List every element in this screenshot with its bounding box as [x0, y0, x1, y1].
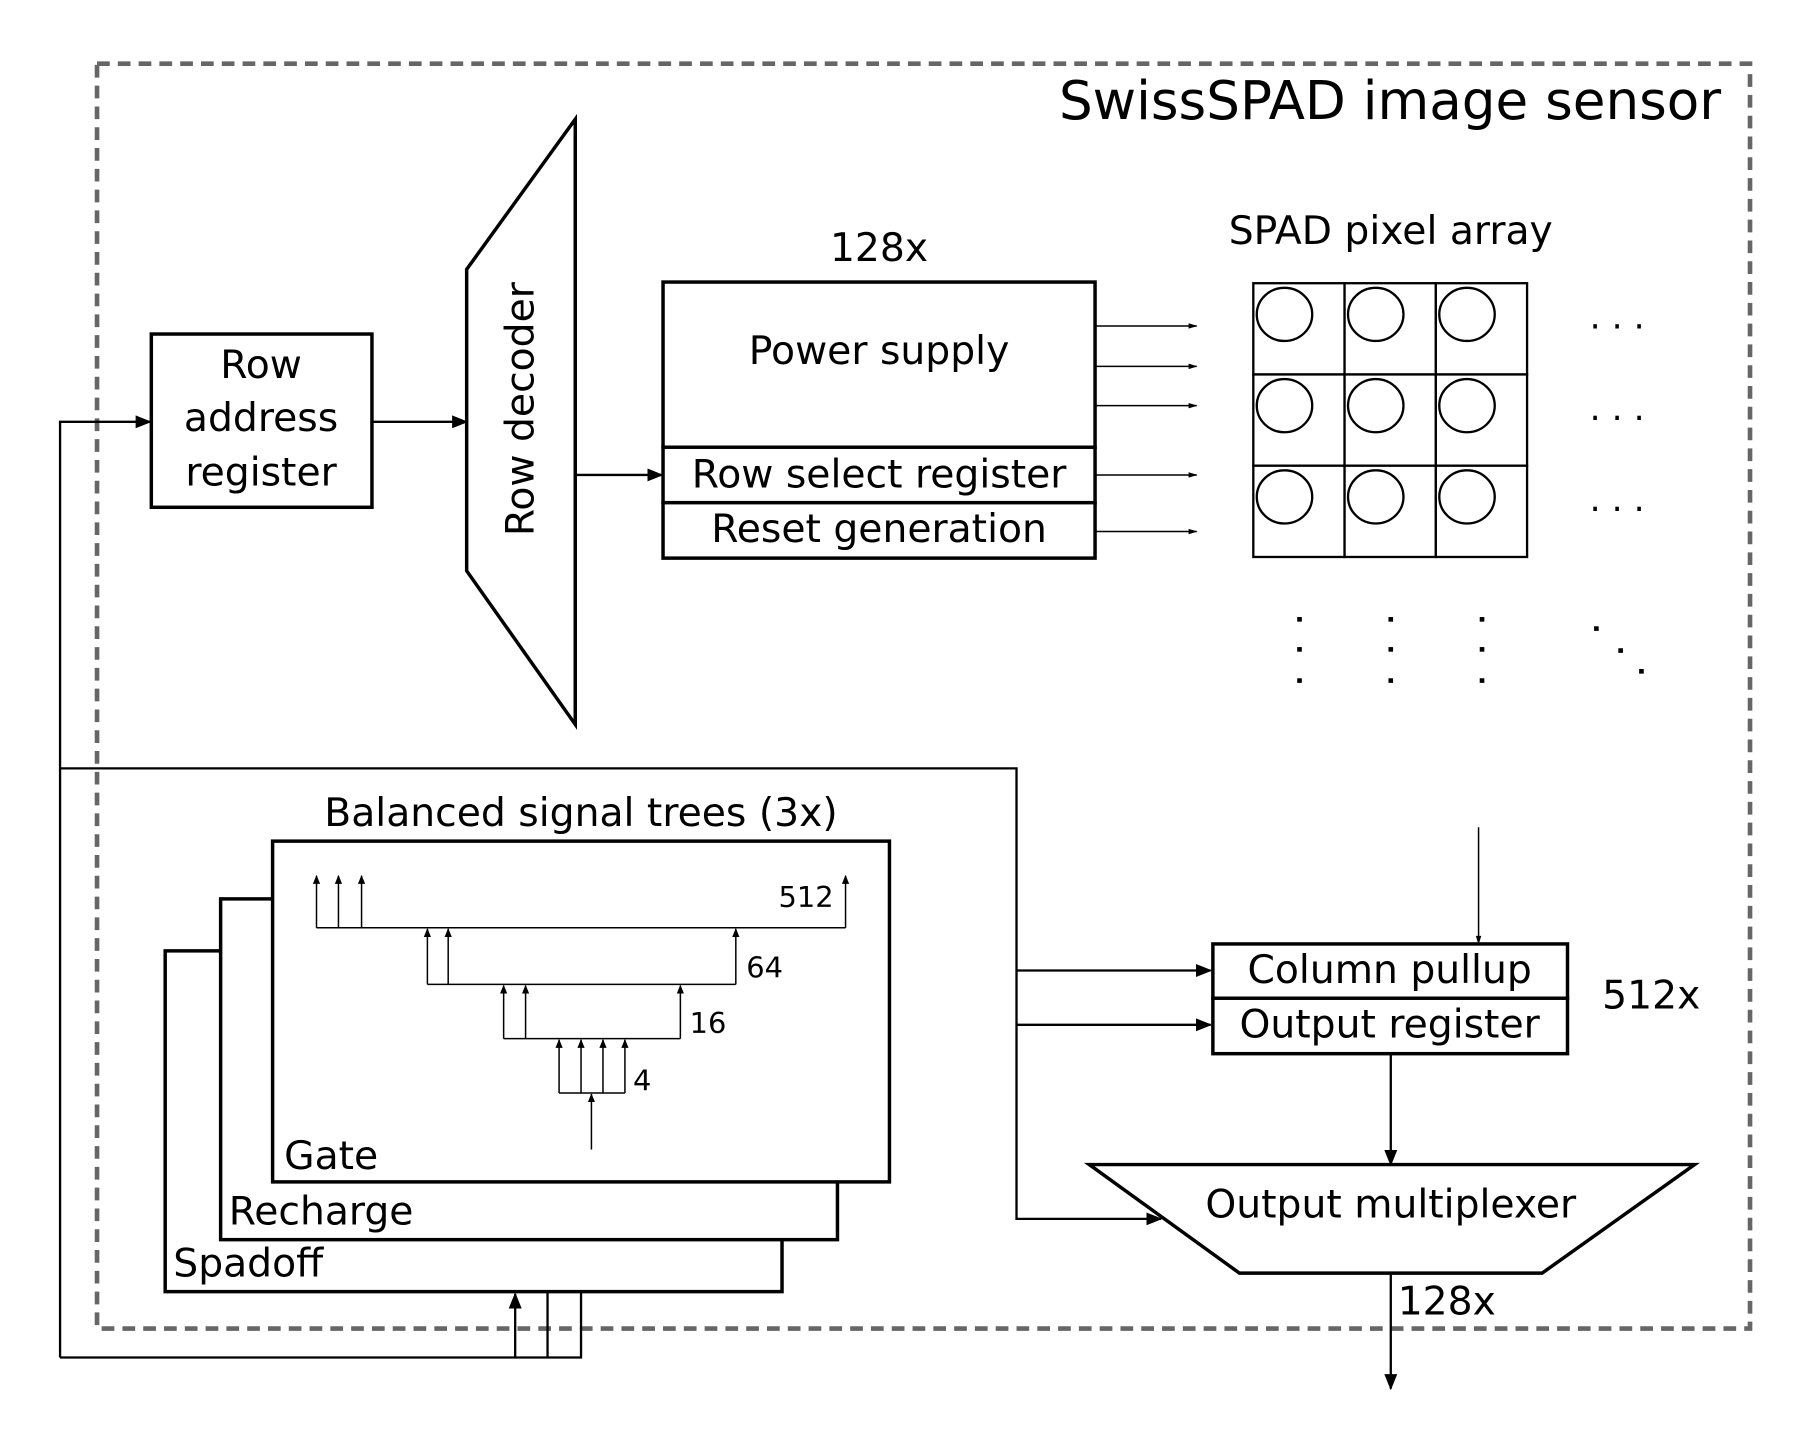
balanced-tree-graphic [312, 874, 850, 1150]
spad-diode-icon [1438, 469, 1496, 525]
spad-pixel [1434, 373, 1529, 467]
spad-pixel [1252, 373, 1346, 467]
spad-pixel [1434, 464, 1529, 559]
level-64: 64 [746, 950, 783, 984]
tree-layer-gate: Gate [270, 839, 892, 1184]
svg-text:Gate: Gate [284, 1134, 378, 1179]
spad-pixel [1434, 282, 1529, 376]
spad-diode-icon [1438, 286, 1496, 343]
row-decoder: Row decoder [464, 113, 577, 730]
row-multiplicity: 128x [830, 226, 928, 271]
chip-boundary [94, 61, 1753, 1331]
svg-text:register: register [185, 450, 337, 495]
spad-pixel [1252, 282, 1346, 376]
column-multiplicity: 512x [1602, 974, 1700, 1019]
output-register-label: Output register [1239, 1003, 1540, 1048]
spad-diode-icon [1438, 377, 1496, 434]
power-supply-label: Power supply [749, 329, 1010, 374]
svg-text:· · ·: · · · [1590, 399, 1645, 439]
column-readout: Column pullup Output register [1211, 942, 1570, 1056]
svg-text:· · ·: · · · [1590, 490, 1645, 530]
output-multiplexer: Output multiplexer [1083, 1162, 1700, 1275]
spad-diode-icon [1346, 377, 1405, 434]
svg-text:Recharge: Recharge [229, 1190, 414, 1235]
spad-diode-icon [1255, 377, 1314, 434]
spad-pixel [1343, 373, 1437, 467]
array-continuation-dots: · · · · · · · · · [1297, 308, 1645, 683]
spad-pixel [1252, 464, 1346, 559]
spad-diode-icon [1255, 286, 1314, 343]
svg-text:Row: Row [220, 343, 302, 388]
level-512: 512 [779, 880, 834, 914]
row-select-register-label: Row select register [692, 453, 1068, 498]
reset-generation-label: Reset generation [711, 507, 1047, 552]
svg-text:Output multiplexer: Output multiplexer [1205, 1183, 1577, 1228]
svg-text:Spadoff: Spadoff [173, 1242, 324, 1287]
signal-trees-title: Balanced signal trees (3x) [324, 791, 837, 836]
tree-level-labels: 512 64 16 4 [633, 880, 834, 1098]
level-16: 16 [690, 1006, 727, 1040]
spad-pixel [1343, 282, 1437, 376]
column-pullup-label: Column pullup [1247, 948, 1531, 993]
svg-text:address: address [184, 396, 338, 441]
spad-pixel [1343, 464, 1437, 559]
spad-diode-icon [1346, 469, 1405, 525]
chip-title: SwissSPAD image sensor [1059, 70, 1721, 132]
spad-diode-icon [1346, 286, 1405, 343]
svg-text:Row decoder: Row decoder [499, 281, 544, 536]
row-address-register: Row address register [149, 332, 374, 510]
spad-pixel-array [1252, 282, 1529, 559]
svg-text:· · ·: · · · [1590, 308, 1645, 348]
pixel-array-label: SPAD pixel array [1229, 209, 1553, 254]
row-driver-stack: Power supply Row select register Reset g… [661, 280, 1097, 560]
row-signal-arrows [1095, 323, 1198, 535]
output-multiplicity: 128x [1398, 1280, 1496, 1325]
level-4: 4 [633, 1064, 651, 1098]
spad-diode-icon [1255, 469, 1314, 525]
